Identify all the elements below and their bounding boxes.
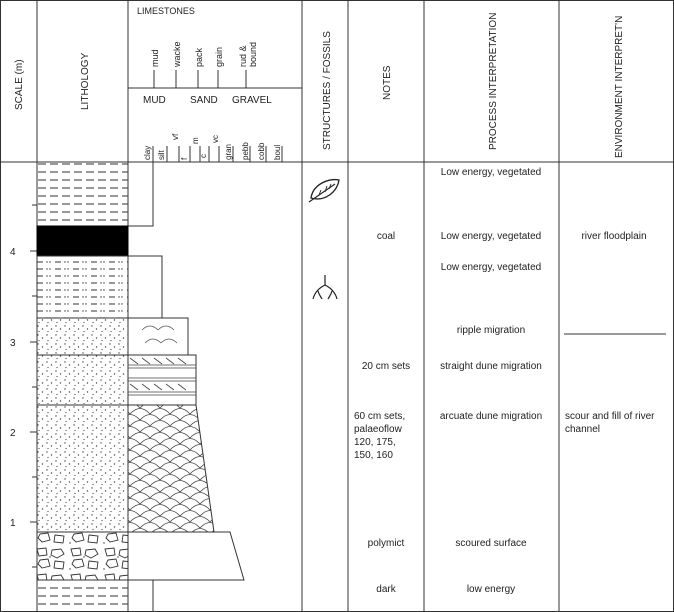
limestone-classes: mud wacke pack grain rud &bound	[150, 41, 258, 88]
grain-size-profile	[128, 162, 244, 612]
process-ripple-migration: ripple migration	[457, 325, 525, 336]
coal-bed	[37, 226, 128, 256]
planar-cross-bed-profile	[128, 355, 196, 405]
grain-size-pebb: pebb	[241, 142, 250, 160]
notes-header: NOTES	[382, 65, 393, 100]
size-group-gravel: GRAVEL	[232, 95, 272, 106]
sandstone-trough-bed	[37, 405, 128, 532]
note-60cm-line-4: 150, 160	[354, 450, 393, 461]
process-low-energy-3: Low energy, vegetated	[441, 262, 541, 273]
mudstone-base-bed	[37, 580, 128, 612]
process-column: Low energy, vegetated Low energy, vegeta…	[440, 167, 542, 595]
conglomerate-profile	[128, 532, 244, 580]
grain-size-scale: clay silt vf f m c vc gran pebb cobb bou…	[128, 133, 302, 162]
lithology-header: LITHOLOGY	[80, 52, 91, 110]
ripple-profile	[128, 318, 188, 355]
limestone-class-mud: mud	[150, 49, 160, 67]
base-mudstone-profile	[128, 580, 153, 612]
grain-size-m: m	[191, 137, 200, 144]
note-60cm-sets: 60 cm sets, palaeoflow 120, 175, 150, 16…	[354, 411, 408, 461]
process-arcuate-dune: arcuate dune migration	[440, 411, 542, 422]
notes-column: coal 20 cm sets 60 cm sets, palaeoflow 1…	[354, 231, 410, 595]
lithology-column	[37, 162, 128, 612]
env-river-floodplain: river floodplain	[581, 231, 646, 242]
grain-size-vf: vf	[171, 133, 180, 140]
env-scour-fill: scour and fill of river channel	[565, 411, 657, 435]
process-low-energy-2: Low energy, vegetated	[441, 231, 541, 242]
process-straight-dune: straight dune migration	[440, 361, 542, 372]
grain-size-gran: gran	[224, 144, 233, 160]
structures-column	[309, 180, 339, 299]
grain-size-cobb: cobb	[257, 142, 266, 160]
env-scour-line-2: channel	[565, 424, 600, 435]
scale-tick-2: 2	[10, 428, 16, 439]
limestone-class-wacke: wacke	[172, 41, 182, 68]
note-20cm-sets: 20 cm sets	[362, 361, 410, 372]
note-60cm-line-3: 120, 175,	[354, 437, 396, 448]
trough-cross-bed-profile	[128, 405, 214, 532]
mudstone-top-bed	[37, 162, 128, 226]
sandstone-ripple-bed	[37, 318, 128, 355]
sandstone-planar-bed	[37, 355, 128, 405]
scale-axis: 4 3 2 1	[10, 162, 37, 612]
structures-header: STRUCTURES / FOSSILS	[322, 31, 333, 150]
siltstone-bed	[37, 256, 128, 318]
limestone-class-pack: pack	[194, 47, 204, 67]
note-60cm-line-1: 60 cm sets,	[354, 411, 405, 422]
size-groups: MUD SAND GRAVEL	[143, 95, 272, 106]
scale-tick-4: 4	[10, 247, 16, 258]
note-polymict: polymict	[368, 538, 405, 549]
rud-bound-line-2: bound	[248, 42, 258, 67]
grain-size-c: c	[199, 154, 208, 158]
environment-header: ENVIRONMENT INTERPRET'N	[614, 16, 625, 158]
note-coal: coal	[377, 231, 395, 242]
grain-size-boul: boul	[273, 145, 282, 160]
grain-size-f: f	[180, 157, 189, 160]
scale-tick-3: 3	[10, 338, 16, 349]
limestones-header: LIMESTONES	[137, 6, 195, 16]
process-scoured-surface: scoured surface	[455, 538, 527, 549]
mudstone-profile	[128, 162, 153, 226]
process-header: PROCESS INTERPRETATION	[488, 13, 499, 150]
environment-column: river floodplain scour and fill of river…	[564, 231, 666, 435]
size-group-sand: SAND	[190, 95, 218, 106]
siltstone-profile	[128, 256, 162, 318]
root-trace-icon	[313, 275, 337, 299]
size-group-mud: MUD	[143, 95, 166, 106]
leaf-fossil-icon	[309, 180, 339, 202]
process-low-energy-base: low energy	[467, 584, 515, 595]
note-dark: dark	[376, 584, 396, 595]
limestone-class-rud-bound: rud &bound	[238, 42, 258, 67]
process-low-energy-1: Low energy, vegetated	[441, 167, 541, 178]
rud-bound-line-1: rud &	[238, 45, 248, 67]
scale-tick-1: 1	[10, 518, 16, 529]
conglomerate-bed	[37, 532, 128, 580]
grain-size-clay: clay	[143, 146, 152, 160]
env-scour-line-1: scour and fill of river	[565, 411, 655, 422]
note-60cm-line-2: palaeoflow	[354, 424, 403, 435]
grain-size-vc: vc	[211, 135, 220, 143]
limestone-class-grain: grain	[214, 47, 224, 67]
grain-size-silt: silt	[157, 149, 166, 160]
scale-header: SCALE (m)	[14, 59, 25, 110]
